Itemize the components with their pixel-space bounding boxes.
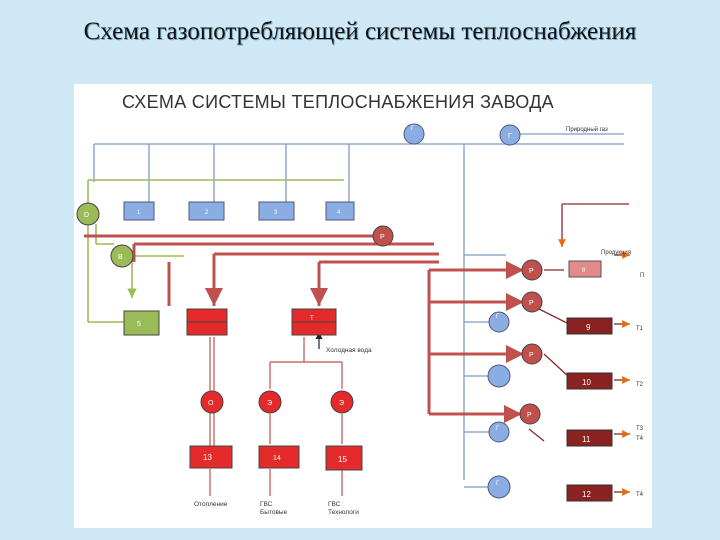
svg-text:3: 3 bbox=[274, 210, 278, 216]
heat-supply-diagram: СХЕМА СИСТЕМЫ ТЕПЛОСНАБЖЕНИЯ ЗАВОДА bbox=[76, 92, 644, 516]
p-node-5: P bbox=[519, 403, 541, 425]
svg-text:9: 9 bbox=[586, 323, 591, 332]
output-label-o9: Т1 bbox=[636, 326, 644, 332]
svg-text:B: B bbox=[118, 254, 123, 261]
svg-text:14: 14 bbox=[273, 455, 281, 462]
unit-box-9: 9 bbox=[566, 317, 613, 335]
svg-text:1: 1 bbox=[137, 210, 141, 216]
slide-title: Схема газопотребляющей системы теплоснаб… bbox=[83, 18, 637, 45]
svg-text:P: P bbox=[529, 352, 534, 359]
gas-node-blank bbox=[487, 364, 511, 388]
output-label-o11a: Т3 bbox=[636, 426, 644, 432]
red-consumer-node-3: Э bbox=[330, 390, 354, 414]
p-node-4: P bbox=[521, 343, 543, 365]
svg-text:D: D bbox=[84, 212, 89, 219]
svg-text:Г: Г bbox=[411, 126, 415, 132]
unit-box-15: 15 bbox=[325, 445, 363, 471]
svg-text:5: 5 bbox=[137, 321, 141, 328]
gas-node-low-2: Г bbox=[487, 475, 511, 499]
unit-box-10: 10 bbox=[566, 372, 613, 390]
unit-box-4: 4 bbox=[325, 201, 355, 221]
svg-text:Г: Г bbox=[496, 426, 500, 432]
svg-text:12: 12 bbox=[582, 490, 591, 499]
unit-box-3: 3 bbox=[258, 201, 295, 221]
svg-text:2: 2 bbox=[205, 210, 209, 216]
svg-text:Г: Г bbox=[496, 314, 500, 320]
svg-text:О: О bbox=[208, 400, 214, 407]
gas-node-top-right: Г bbox=[499, 124, 521, 146]
red-consumer-node-1: О bbox=[200, 390, 224, 414]
svg-text:Т: Т bbox=[310, 316, 314, 322]
svg-text:P: P bbox=[529, 268, 534, 275]
unit-box-2: 2 bbox=[188, 201, 225, 221]
output-label-o11b: Т4 bbox=[636, 436, 644, 442]
unit-box-11: 11 bbox=[566, 429, 613, 447]
svg-text:11: 11 bbox=[582, 435, 591, 444]
label-consumer-heating: Отопление bbox=[194, 501, 228, 508]
svg-text:Э: Э bbox=[339, 400, 344, 407]
unit-box-8: 8 bbox=[568, 260, 602, 278]
svg-text:15: 15 bbox=[338, 455, 347, 464]
unit-box-1: 1 bbox=[123, 201, 155, 221]
gas-node-top-left: Г bbox=[403, 123, 425, 145]
output-label-o10: Т2 bbox=[636, 382, 644, 388]
svg-text:Г: Г bbox=[508, 133, 512, 140]
product-links bbox=[528, 203, 630, 496]
d-node: D bbox=[76, 202, 100, 226]
gas-pipelines bbox=[93, 133, 624, 488]
water-lines bbox=[87, 179, 344, 323]
heat-exchanger-2: Т bbox=[291, 308, 337, 336]
b-node: B bbox=[110, 244, 134, 268]
unit-box-14: 14 bbox=[258, 445, 300, 469]
svg-text:4: 4 bbox=[337, 210, 341, 216]
p-node-3: P bbox=[521, 291, 543, 313]
unit-box-12: 12 bbox=[566, 484, 613, 502]
label-cold-water: Холодная вода bbox=[326, 347, 372, 354]
p-node-2: P bbox=[521, 259, 543, 281]
output-label-o12: Т4 bbox=[636, 492, 644, 498]
heat-exchanger-1 bbox=[186, 308, 228, 336]
svg-text:Э: Э bbox=[267, 400, 272, 407]
consumer-lines bbox=[209, 337, 343, 496]
output-label-o8: П bbox=[640, 273, 644, 279]
svg-text:Г: Г bbox=[496, 481, 500, 487]
svg-text:P: P bbox=[529, 300, 534, 307]
svg-text:8: 8 bbox=[582, 268, 586, 274]
unit-box-13: 13 bbox=[189, 445, 233, 469]
gas-node-low-1: Г bbox=[488, 421, 510, 443]
gas-node-mid: Г bbox=[488, 311, 510, 333]
svg-text:P: P bbox=[527, 412, 532, 419]
unit-box-5: 5 bbox=[123, 310, 160, 336]
diagram-panel: СХЕМА СИСТЕМЫ ТЕПЛОСНАБЖЕНИЯ ЗАВОДА bbox=[74, 84, 652, 528]
red-consumer-node-2: Э bbox=[258, 390, 282, 414]
svg-text:10: 10 bbox=[582, 378, 591, 387]
label-natural-gas: Природный газ bbox=[566, 126, 608, 133]
label-product: Продукция bbox=[601, 250, 631, 256]
svg-text:13: 13 bbox=[203, 453, 212, 462]
diagram-title: СХЕМА СИСТЕМЫ ТЕПЛОСНАБЖЕНИЯ ЗАВОДА bbox=[122, 92, 554, 112]
svg-text:P: P bbox=[380, 234, 385, 241]
p-node-1: P bbox=[372, 225, 394, 247]
